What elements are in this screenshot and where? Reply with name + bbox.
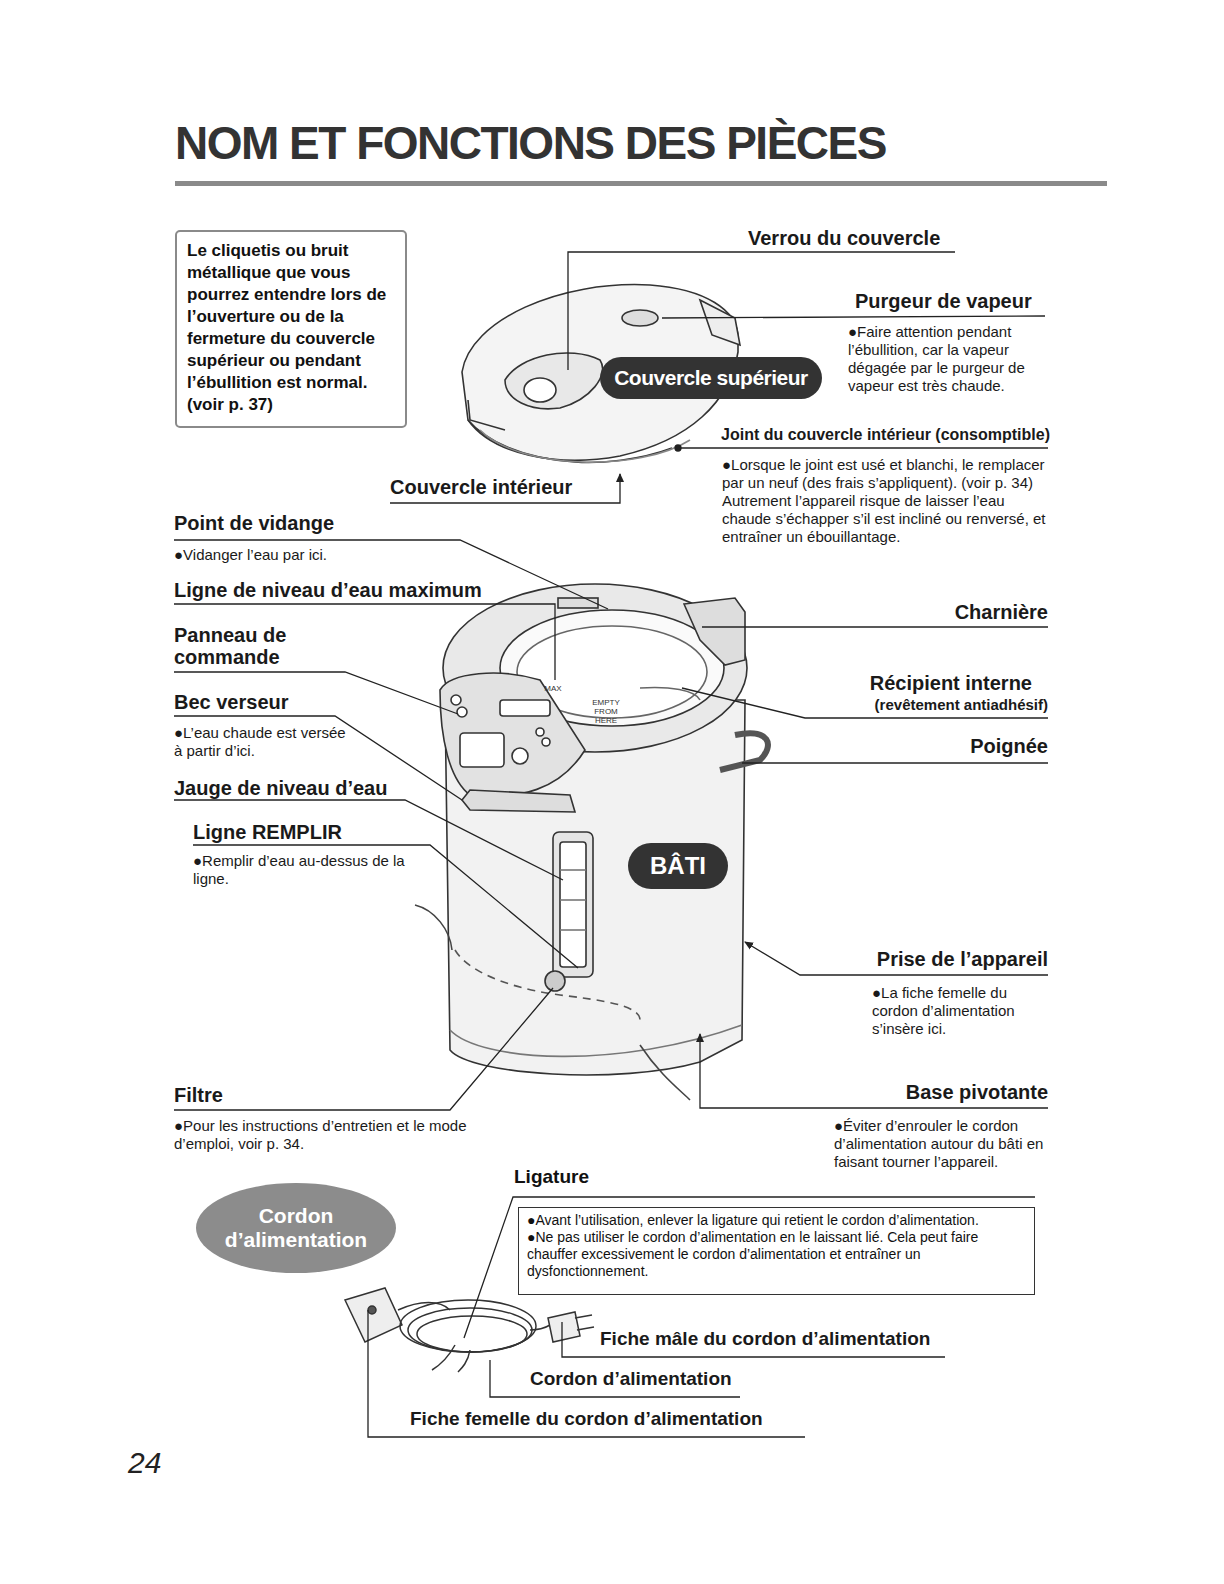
node-text: Couvercle supérieur (614, 366, 808, 390)
section-ellipse: Cordon d’alimentation (196, 1183, 396, 1273)
page-title: NOM ET FONCTIONS DES PIÈCES (175, 116, 886, 171)
note-box: Le cliquetis ou bruit métallique que vou… (175, 230, 407, 428)
scale-mark: EMPTY FROM HERE (584, 698, 628, 725)
part-note: ●Remplir d’eau au-dessus de la ligne. (193, 852, 408, 888)
part-name: Récipient interne (802, 671, 1032, 695)
part-name: Purgeur de vapeur (855, 289, 1055, 313)
part-name: Base pivotante (818, 1080, 1048, 1104)
node-text: Cordon d’alimentation (206, 1204, 386, 1252)
part-name: Poignée (888, 734, 1048, 758)
part-note: ●L’eau chaude est versée à partir d’ici. (174, 724, 352, 760)
pot-drawing (415, 584, 768, 1100)
part-name: Verrou du couvercle (748, 226, 978, 250)
part-note: ●Lorsque le joint est usé et blanchi, le… (722, 456, 1054, 546)
section-badge: Couvercle supérieur (600, 357, 822, 399)
scale-mark: MAX (538, 684, 568, 693)
part-name: Fiche mâle du cordon d’alimentation (600, 1328, 990, 1351)
part-name: Prise de l’appareil (818, 947, 1048, 971)
part-note: ●Vidanger l’eau par ici. (174, 546, 474, 564)
node-text: ●Ne pas utiliser le cordon d’alimentatio… (527, 1229, 1026, 1280)
part-name: Fiche femelle du cordon d’alimentation (410, 1408, 820, 1431)
node-text: BÂTI (650, 852, 706, 880)
part-name: Charnière (848, 600, 1048, 624)
part-note: ●Faire attention pendant l’ébullition, c… (848, 323, 1053, 395)
part-name: Jauge de niveau d’eau (174, 776, 434, 800)
box-heading: Ligature (514, 1168, 589, 1185)
part-name: Couvercle intérieur (390, 475, 620, 499)
part-name: Ligne REMPLIR (193, 820, 423, 844)
part-note: ●Pour les instructions d’entretien et le… (174, 1117, 474, 1153)
part-name: Cordon d’alimentation (530, 1368, 800, 1391)
part-note: ●La fiche femelle du cordon d’alimentati… (872, 984, 1054, 1038)
part-note: (revêtement antiadhésif) (808, 696, 1048, 714)
node-text: ●Avant l’utilisation, enlever la ligatur… (527, 1212, 1026, 1229)
title-rule (175, 181, 1107, 186)
section-badge: BÂTI (628, 843, 728, 889)
part-name: Panneau de commande (174, 624, 344, 668)
note-box: Ligature●Avant l’utilisation, enlever la… (518, 1207, 1035, 1295)
part-name: 24 (128, 1446, 188, 1480)
part-name: Ligne de niveau d’eau maximum (174, 578, 554, 602)
part-note: ●Éviter d’enrouler le cordon d’alimentat… (834, 1117, 1056, 1171)
part-name: Point de vidange (174, 511, 434, 535)
part-note: Joint du couvercle intérieur (consomptib… (630, 425, 1050, 444)
cord-drawing (345, 1288, 594, 1372)
node-text: Le cliquetis ou bruit métallique que vou… (187, 240, 395, 416)
part-name: Filtre (174, 1083, 294, 1107)
part-name: Bec verseur (174, 690, 374, 714)
